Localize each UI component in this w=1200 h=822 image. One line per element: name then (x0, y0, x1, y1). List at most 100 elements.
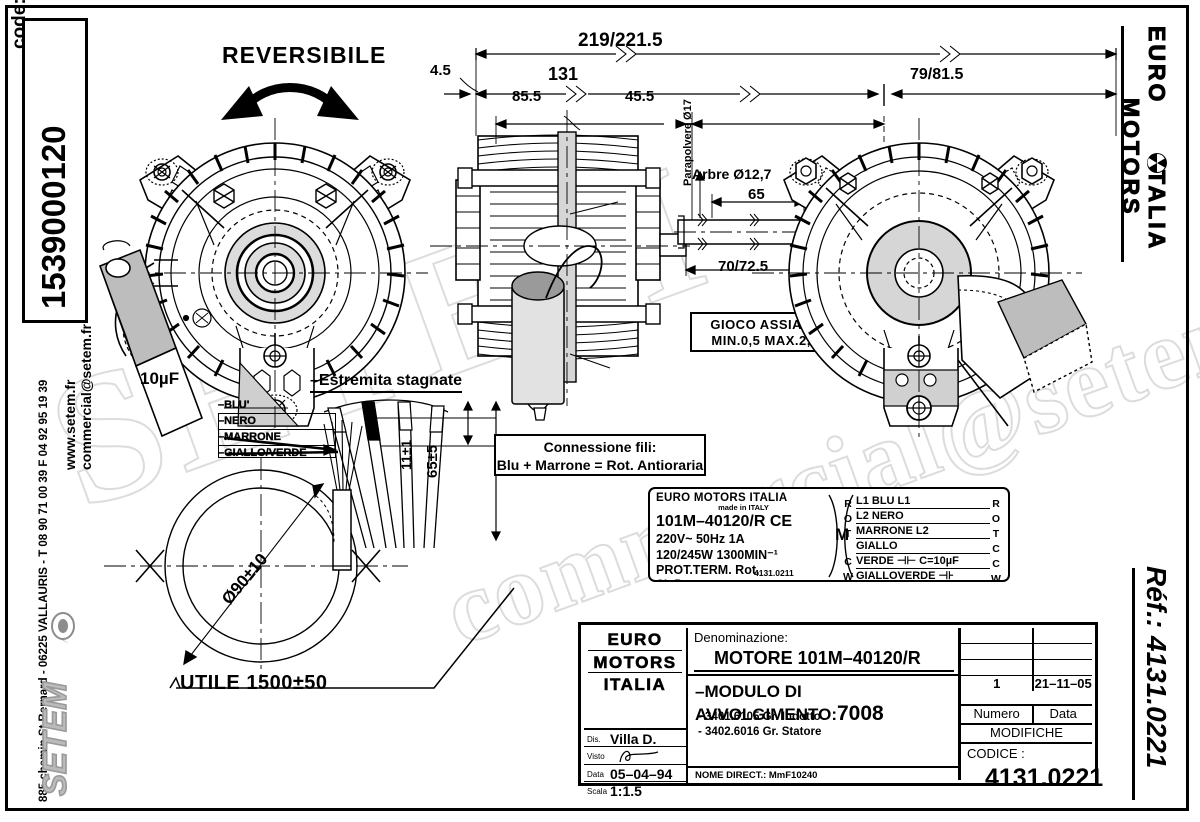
module-label: –MODULO DI AVVOLGIMENTO: (695, 682, 837, 724)
wiring-row: MARRONE L2 (856, 524, 990, 539)
meta-key: Data (587, 769, 604, 779)
wire-legend-box (218, 413, 336, 458)
revision-row: 1 21–11–05 (961, 676, 1092, 691)
nameplate-class: CL:B (656, 578, 831, 580)
denominazione-label: Denominazione: (694, 630, 788, 645)
wiring-row: GIALLOVERDE ⊣⊦ (856, 570, 954, 582)
axial-play-title: GIOCO ASSIALE (710, 317, 820, 332)
denominazione-cell: Denominazione: MOTORE 101M–40120/R (688, 628, 958, 676)
revision-row (961, 628, 1092, 644)
reference-text: Réf.: 4131.0221 (1141, 566, 1172, 769)
meta-key: Visto (587, 752, 605, 762)
denominazione-underline (694, 670, 954, 672)
right-letter: C (992, 542, 1000, 555)
wire-connection-title: Connessione fili: (543, 439, 657, 455)
codice-label: CODICE : (967, 746, 1025, 761)
logo-line: EURO (588, 630, 682, 651)
revision-row (961, 660, 1092, 676)
meta-row-data: Data 05–04–94 (584, 765, 686, 783)
revision-header: Numero Data (961, 706, 1092, 725)
meta-value: 1:1.5 (610, 783, 642, 800)
wire-legend-item: –NERO (218, 414, 336, 430)
wiring-row: L2 NERO (856, 509, 990, 524)
codice-cell: CODICE : 4131.0221 (961, 744, 1103, 796)
right-letter: R (992, 498, 1000, 510)
reference-rule (1132, 568, 1135, 800)
fan-icon (1147, 153, 1167, 173)
part-line-1: - 3401.6105 Gr. Indotto (698, 711, 821, 723)
brand-divider (1121, 26, 1124, 262)
wiring-row: L1 BLU L1 (856, 494, 990, 509)
reversible-arrow-icon (221, 83, 359, 120)
revision-data (1034, 628, 1092, 643)
wire-connection-value: Blu + Marrone = Rot. Antioraria (496, 456, 704, 473)
dim-total: 219/221.5 (578, 30, 663, 51)
revision-numero (961, 628, 1035, 643)
code-value: 1539000120 (35, 125, 72, 309)
nameplate-model: 101M–40120/R CE (656, 513, 793, 530)
title-block-meta: Dis. Villa D. Visto Data 05–04–94 Scala … (584, 730, 688, 799)
meta-key: Dis. (587, 735, 601, 744)
dim-seg-a: 85.5 (512, 88, 542, 105)
revision-numero: 1 (961, 676, 1035, 691)
dim-shaft-total: 70/72.5 (718, 258, 769, 275)
brand-block: EURO ITALIA MOTORS (1118, 24, 1186, 264)
capacitor-value-label: 10µF (140, 369, 180, 388)
revision-header-data: Data (1049, 706, 1077, 721)
nome-direct-text: NOME DIRECT.: MmF10240 (695, 770, 818, 781)
dim-right: 79/81.5 (910, 66, 964, 83)
cable-useful-length: UTILE 1500±50 (180, 672, 328, 694)
nome-direct-cell: NOME DIRECT.: MmF10240 (688, 766, 958, 783)
motor-nameplate: EURO MOTORS ITALIA made in ITALY 101M–40… (648, 487, 1010, 582)
dim-left-offset: 4.5 (430, 62, 451, 79)
revision-header-numero: Numero (961, 706, 1035, 723)
right-letter: C (992, 557, 1000, 570)
module-cell: –MODULO DI AVVOLGIMENTO:7008 - 3401.6105… (688, 676, 958, 766)
motor-rear-view-right (752, 118, 1093, 442)
nameplate-code: 4131.0211 (754, 568, 794, 578)
setem-logo: SETEM (35, 610, 86, 800)
revision-data: 21–11–05 (1034, 676, 1092, 691)
wire-connection-box: Connessione fili: Blu + Marrone = Rot. A… (494, 434, 706, 476)
nameplate-protection: PROT.TERM. Rot. (656, 563, 760, 577)
revision-history: 1 21–11–05 (961, 628, 1092, 706)
contact-website: www.setem.fr (62, 379, 78, 470)
code-box: code: 1539000120 (9, 0, 88, 323)
meta-row-visto: Visto (584, 747, 686, 765)
revision-row (961, 644, 1092, 660)
meta-row-dis: Dis. Villa D. (584, 730, 686, 748)
title-block-logo: EURO MOTORS ITALIA (584, 628, 688, 730)
wire-ends-detail (223, 399, 501, 549)
meta-value: Villa D. (610, 731, 657, 747)
right-letter: W (991, 572, 1001, 582)
revision-section: 1 21–11–05 Numero Data MODIFICHE CODICE … (958, 628, 1103, 792)
nameplate-right-letters: R O T C C W (989, 497, 1003, 582)
logo-line: ITALIA (603, 675, 667, 695)
dim-body: 131 (548, 64, 579, 84)
part-line-2: - 3402.6016 Gr. Statore (698, 726, 822, 738)
revision-data (1034, 644, 1092, 659)
rot-letter: C (844, 555, 852, 568)
revision-numero (961, 644, 1035, 659)
nameplate-made-in: made in ITALY (718, 503, 769, 512)
rot-letter: T (844, 527, 852, 540)
axial-play-value: MIN.0,5 MAX.2,5 (711, 333, 819, 349)
right-letter: O (991, 512, 1001, 525)
module-line: –MODULO DI AVVOLGIMENTO:7008 (695, 682, 958, 726)
wire-legend-item: –GIALLO/VERDE (218, 447, 307, 459)
revision-numero (961, 660, 1035, 675)
revision-data (1034, 660, 1092, 675)
reversible-label: REVERSIBILE (222, 42, 387, 68)
wiring-row: VERDE ⊣⊢ C=10µF (856, 554, 990, 569)
rot-letter: O (843, 512, 853, 525)
cable-coil-detail (104, 419, 515, 689)
wire-legend-item: –BLU' (218, 398, 336, 414)
wiring-row: GIALLO (856, 539, 990, 554)
codice-value: 4131.0221 (985, 764, 1104, 792)
dim-seg-b: 45.5 (625, 88, 655, 105)
top-dimension-lines (444, 45, 1118, 226)
meta-row-scala: Scala 1:1.5 (584, 782, 686, 799)
nameplate-left-column: EURO MOTORS ITALIA made in ITALY 101M–40… (656, 492, 831, 580)
denominazione-value: MOTORE 101M–40120/R (714, 648, 921, 668)
